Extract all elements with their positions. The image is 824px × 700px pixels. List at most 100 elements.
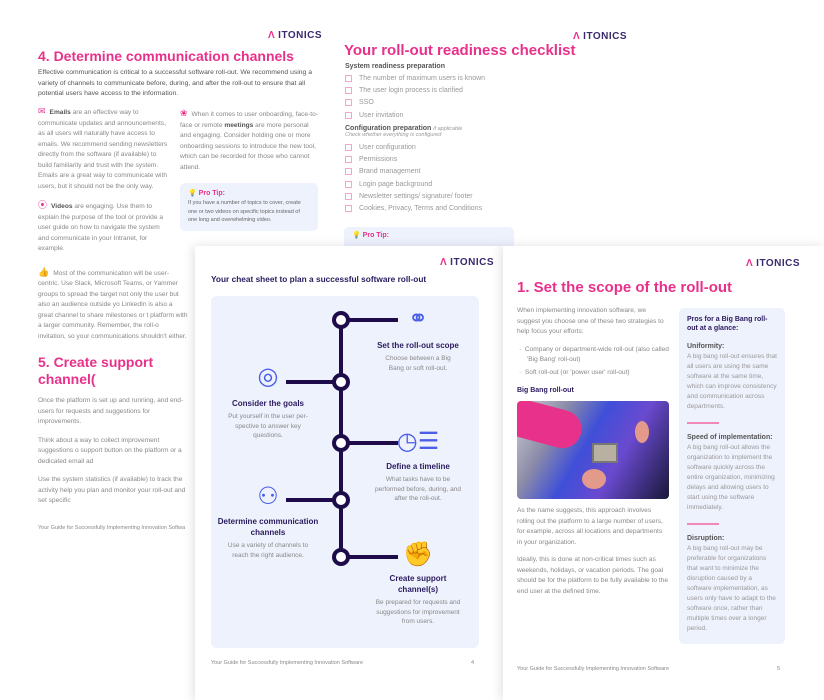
checklist-item[interactable]: Newsletter settings/ signature/ footer bbox=[345, 190, 605, 202]
connector bbox=[341, 318, 398, 322]
strategy-list: · Company or department-wide roll-out (a… bbox=[517, 345, 669, 381]
step-title: Create support channel(s) bbox=[389, 574, 447, 594]
checklist-item-label: Newsletter settings/ signature/ footer bbox=[359, 193, 473, 201]
divider bbox=[687, 422, 719, 424]
lightbulb-icon: 💡 bbox=[352, 232, 361, 239]
big-bang-image bbox=[517, 401, 669, 499]
strategy-text: Company or department-wide roll-out (als… bbox=[524, 345, 669, 364]
checklist-item[interactable]: Brand management bbox=[345, 166, 605, 178]
logo-text: ITONICS bbox=[756, 258, 801, 269]
checklist-item[interactable]: Cookies, Privacy, Terms and Conditions bbox=[345, 203, 605, 215]
strategy-item: · Company or department-wide roll-out (a… bbox=[519, 345, 669, 364]
people-icon: ❀ bbox=[180, 108, 188, 118]
timeline-node bbox=[332, 311, 350, 329]
pros-title: Pros for a Big Bang roll-out at a glance… bbox=[687, 316, 768, 332]
scope-paragraph-2: Ideally, this is done at non-critical ti… bbox=[517, 556, 669, 595]
divider bbox=[687, 523, 719, 525]
checklist-item-label: Permissions bbox=[359, 156, 398, 164]
meetings-label: meetings bbox=[224, 121, 254, 129]
page-number: 4 bbox=[471, 660, 475, 666]
support-paragraph-3: Use the system statistics (if available)… bbox=[38, 476, 186, 504]
lightbulb-icon: 💡 bbox=[188, 190, 197, 197]
step-title: Define a timeline bbox=[386, 462, 450, 471]
checklist-item[interactable]: SSO bbox=[345, 97, 605, 109]
cheat-sheet-title: Your cheat sheet to plan a successful so… bbox=[211, 274, 427, 284]
checklist-item[interactable]: The user login process is clarified bbox=[345, 84, 605, 96]
checklist: System readiness preparation The number … bbox=[345, 63, 605, 215]
meetings-pre: When it comes to user onboarding, face-t… bbox=[180, 111, 318, 129]
emails-text: are an effective way to communicate upda… bbox=[38, 109, 168, 190]
checklist-item-label: Login page background bbox=[359, 180, 433, 188]
pro-heading: Uniformity: bbox=[687, 343, 725, 350]
checklist-item-label: User invitation bbox=[359, 111, 404, 119]
left-column: ✉Emails are an effective way to communic… bbox=[38, 106, 188, 531]
checklist-item[interactable]: User invitation bbox=[345, 109, 605, 121]
checkbox[interactable] bbox=[345, 193, 352, 201]
page-footer: Your Guide for Successfully Implementing… bbox=[38, 524, 186, 531]
scope-paragraph-1: As the name suggests, this approach invo… bbox=[517, 507, 663, 546]
page-footer: Your Guide for Successfully Implementing… bbox=[517, 666, 670, 672]
videos-text: are engaging. Use them to explain the pu… bbox=[38, 203, 163, 252]
network-icon: ⚇ bbox=[257, 483, 279, 510]
timeline-node bbox=[332, 434, 350, 452]
section-heading-2: Configuration preparation if applicable bbox=[345, 125, 605, 132]
checkbox[interactable] bbox=[345, 74, 352, 82]
checkbox[interactable] bbox=[345, 168, 352, 176]
checklist-item[interactable]: Permissions bbox=[345, 153, 605, 165]
subheading: Big Bang roll-out bbox=[517, 387, 574, 394]
checklist-item-label: The user login process is clarified bbox=[359, 86, 463, 94]
connector bbox=[341, 555, 398, 559]
checklist-item[interactable]: Login page background bbox=[345, 178, 605, 190]
checkbox[interactable] bbox=[345, 205, 352, 213]
handshake-icon: ✊ bbox=[403, 541, 433, 568]
checklist-item-label: Brand management bbox=[359, 168, 421, 176]
pro-heading: Speed of implementation: bbox=[687, 434, 773, 441]
checklist-item-label: The number of maximum users is known bbox=[359, 74, 486, 82]
checkbox[interactable] bbox=[345, 180, 352, 188]
section-note: if applicable bbox=[433, 126, 463, 133]
step-desc: Be prepared for requests and suggestions… bbox=[375, 599, 461, 625]
emails-paragraph: ✉Emails are an effective way to communic… bbox=[38, 106, 170, 192]
checkbox[interactable] bbox=[345, 143, 352, 151]
checklist-item[interactable]: The number of maximum users is known bbox=[345, 72, 605, 84]
pro-text: A big bang roll-out may be preferable fo… bbox=[687, 545, 776, 632]
videos-paragraph: ⦿Videos are engaging. Use them to explai… bbox=[38, 200, 170, 255]
checkbox[interactable] bbox=[345, 86, 352, 94]
mail-icon: ✉ bbox=[38, 106, 46, 116]
pro-tip-title: 💡 Pro Tip: bbox=[352, 231, 506, 239]
connector bbox=[286, 380, 341, 384]
checkbox[interactable] bbox=[345, 99, 352, 107]
step-desc: Choose between a Big Bang or soft roll-o… bbox=[385, 355, 451, 372]
pro-tip-text: If you have a number of topics to cover,… bbox=[188, 200, 301, 223]
section-heading-text: Configuration preparation bbox=[345, 125, 432, 133]
pro-tip-label: Pro Tip: bbox=[198, 190, 225, 197]
support-title: 5. Create support channel( bbox=[38, 354, 154, 387]
strategy-text: Soft roll-out (or 'power user' roll-out) bbox=[524, 368, 630, 376]
support-paragraph-2: Think about a way to collect improvement… bbox=[38, 436, 182, 465]
section-subtext: Check whether everything is configured bbox=[345, 132, 442, 139]
pro-tip-box: 💡 Pro Tip: If you have a number of topic… bbox=[180, 183, 318, 231]
right-column: ❀When it comes to user onboarding, face-… bbox=[180, 108, 318, 231]
step-desc: Use a variety of channels to reach the r… bbox=[227, 542, 309, 559]
pro-text: A big bang roll-out allows the organizat… bbox=[687, 444, 775, 511]
pro-tip-box: 💡 Pro Tip: bbox=[344, 227, 514, 246]
checklist-item[interactable]: User configuration bbox=[345, 141, 605, 153]
checkbox[interactable] bbox=[345, 111, 352, 119]
step-title: Determine communication channels bbox=[217, 517, 319, 537]
step-title: Set the roll-out scope bbox=[377, 341, 459, 350]
logo-text: ITONICS bbox=[278, 30, 323, 41]
scope-intro: When implementing innovation software, w… bbox=[517, 307, 664, 335]
checkbox[interactable] bbox=[345, 156, 352, 164]
social-text: Most of the communication will be user-c… bbox=[38, 269, 188, 340]
page-footer: Your Guide for Successfully Implementing… bbox=[211, 660, 364, 666]
page-number: 5 bbox=[777, 666, 781, 672]
